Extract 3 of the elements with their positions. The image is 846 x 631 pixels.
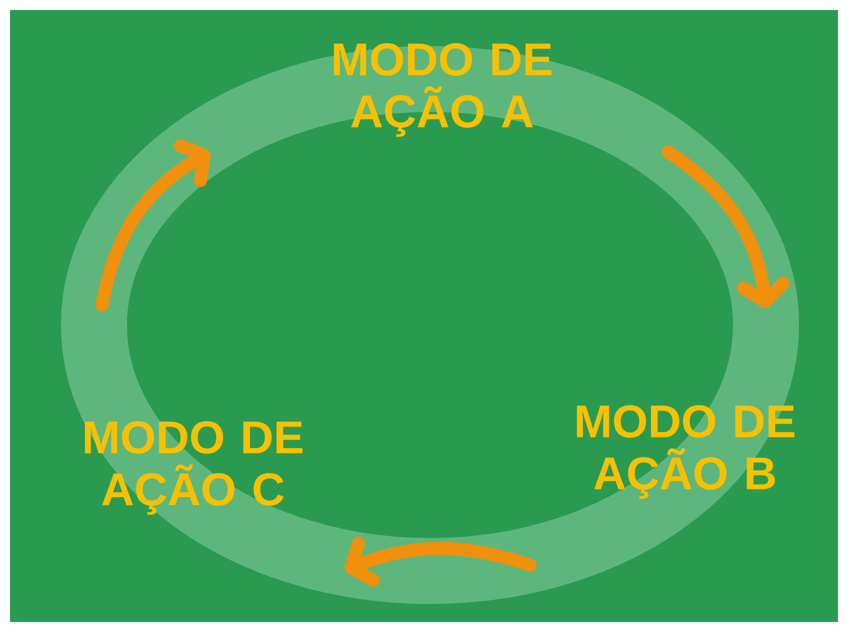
label-text: MODO DE AÇÃO A	[334, 43, 552, 137]
label-text: MODO DE AÇÃO B	[576, 405, 794, 499]
label-text: MODO DE AÇÃO C	[84, 421, 302, 515]
